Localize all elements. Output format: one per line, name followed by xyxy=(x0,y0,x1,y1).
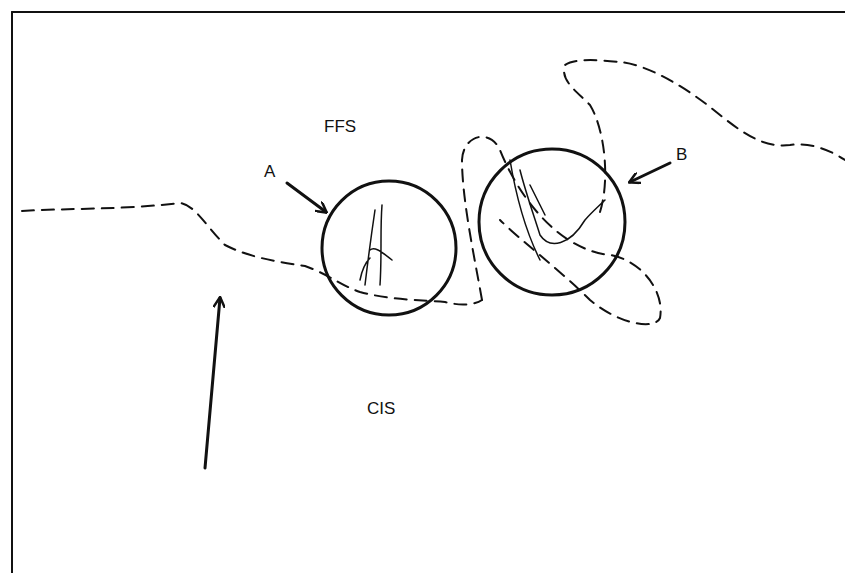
circle-b xyxy=(479,149,625,295)
region-label: FFS xyxy=(324,118,356,135)
frame-line xyxy=(12,11,845,13)
pointer-arrow xyxy=(630,163,670,182)
frame-line xyxy=(11,12,13,573)
fibre-sketch xyxy=(510,160,605,260)
dashed-boundary xyxy=(462,137,661,324)
pointer-arrow xyxy=(287,183,326,212)
fibre-sketch xyxy=(360,205,392,285)
pointer-arrow xyxy=(205,298,220,468)
region-label: CIS xyxy=(367,400,395,417)
dashed-boundary xyxy=(564,60,845,212)
callout-letter: B xyxy=(676,146,687,163)
circle-a xyxy=(322,181,456,315)
callout-letter: A xyxy=(264,163,275,180)
dashed-boundary xyxy=(22,203,482,304)
